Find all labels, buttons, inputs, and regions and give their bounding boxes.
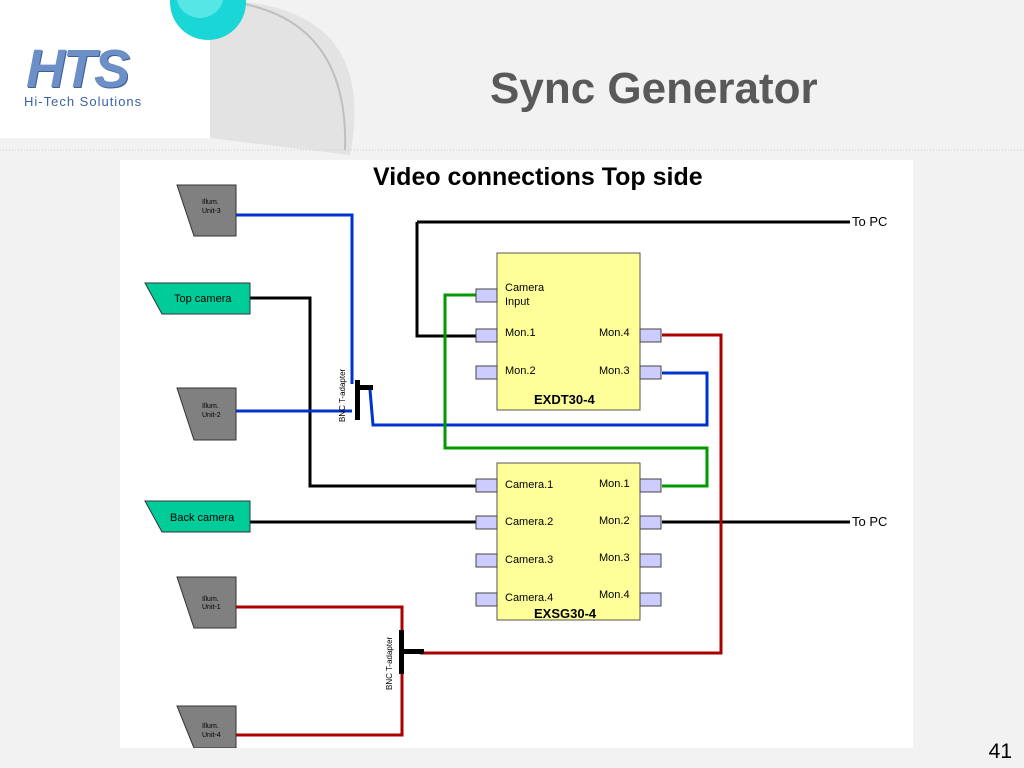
port-exsg-mon4 [639,592,662,607]
svg-text:Camera.4: Camera.4 [505,592,553,604]
exdt-name: EXDT30-4 [534,392,595,407]
t-adapter-label-upper: BNC T-adapter [338,368,347,422]
svg-text:Unit-4: Unit-4 [202,732,221,739]
header-swoosh [210,0,355,155]
svg-text:Illum.: Illum. [202,723,219,730]
port-exdt-mon1 [475,328,498,343]
port-exdt-mon4 [639,328,662,343]
slide-header-decoration [0,0,1024,160]
diagram-background [120,160,913,748]
svg-text:Back camera: Back camera [170,512,235,524]
svg-text:Mon.3: Mon.3 [599,552,630,564]
wire-illum3-t-adapter [236,213,354,384]
svg-text:Unit-3: Unit-3 [202,208,221,215]
port-exsg-camera3 [475,553,498,568]
illuminator-unit-1: Illum. Unit-1 [176,576,237,629]
exsg30-4-unit: Camera.1 Camera.2 Camera.3 Camera.4 Mon.… [496,462,641,621]
svg-text:Camera.1: Camera.1 [505,479,553,491]
to-pc-label-lower: To PC [852,514,887,529]
wire-exdt-camera-input-exsg-mon1 [443,293,709,488]
svg-text:Mon.4: Mon.4 [599,589,630,601]
svg-text:Mon.2: Mon.2 [505,365,536,377]
svg-text:Top camera: Top camera [174,293,232,305]
svg-text:Camera: Camera [505,282,545,294]
port-exsg-camera2 [475,515,498,530]
wire-illum1-t-adapter [236,605,404,630]
illuminator-unit-2: Illum. Unit-2 [176,387,237,441]
wire-exdt-mon4-t-adapter [420,333,723,655]
t-adapter-label-lower: BNC T-adapter [385,636,394,690]
wire-to-pc-exdt-mon1 [415,222,477,338]
svg-text:Illum.: Illum. [202,403,219,410]
wire-top-camera-exsg-camera1 [250,296,477,488]
diagram-title: Video connections Top side [373,163,703,191]
logo-company-name: Hi-Tech Solutions [24,94,143,109]
svg-text:Illum.: Illum. [202,199,219,206]
logo-panel [0,0,210,138]
port-exsg-camera1 [475,478,498,493]
svg-text:Mon.3: Mon.3 [599,365,630,377]
port-exsg-mon1 [639,478,662,493]
port-exdt-mon3 [639,365,662,380]
port-exsg-mon2 [639,515,662,530]
svg-text:Camera.3: Camera.3 [505,554,553,566]
exdt30-4-unit: Camera Input Mon.1 Mon.2 Mon.4 Mon.3 EXD… [496,252,641,411]
svg-text:Mon.2: Mon.2 [599,515,630,527]
svg-text:Camera.2: Camera.2 [505,516,553,528]
svg-text:Mon.1: Mon.1 [505,327,536,339]
cyan-orb-highlight [176,0,224,18]
to-pc-label-upper: To PC [852,214,887,229]
hts-logo: HTS Hi-Tech Solutions [22,39,172,114]
svg-text:Mon.4: Mon.4 [599,327,630,339]
wire-t-adapter-exdt-mon3 [368,371,709,427]
video-connections-diagram: Video connections Top side BNC T-adapter… [120,160,913,748]
port-exsg-mon3 [639,553,662,568]
illuminator-unit-4: Illum. Unit-4 [176,705,237,748]
slide-title: Sync Generator [490,64,818,113]
page-number: 41 [988,740,1012,763]
illuminator-unit-3: Illum. Unit-3 [176,184,237,237]
wire-illum4-t-adapter [236,665,404,737]
back-camera: Back camera [144,500,251,533]
svg-text:Unit-2: Unit-2 [202,412,221,419]
port-exdt-camera-input [475,288,498,303]
bnc-t-adapter-upper: BNC T-adapter [338,368,373,422]
svg-text:Illum.: Illum. [202,596,219,603]
exsg-name: EXSG30-4 [534,606,597,621]
port-exdt-mon2 [475,365,498,380]
bnc-t-adapter-lower: BNC T-adapter [385,630,424,690]
port-exsg-camera4 [475,592,498,607]
svg-text:Mon.1: Mon.1 [599,478,630,490]
svg-text:Unit-1: Unit-1 [202,604,221,611]
logo-letters: HTS [26,39,130,99]
svg-text:Input: Input [505,296,529,308]
top-camera: Top camera [144,282,251,315]
